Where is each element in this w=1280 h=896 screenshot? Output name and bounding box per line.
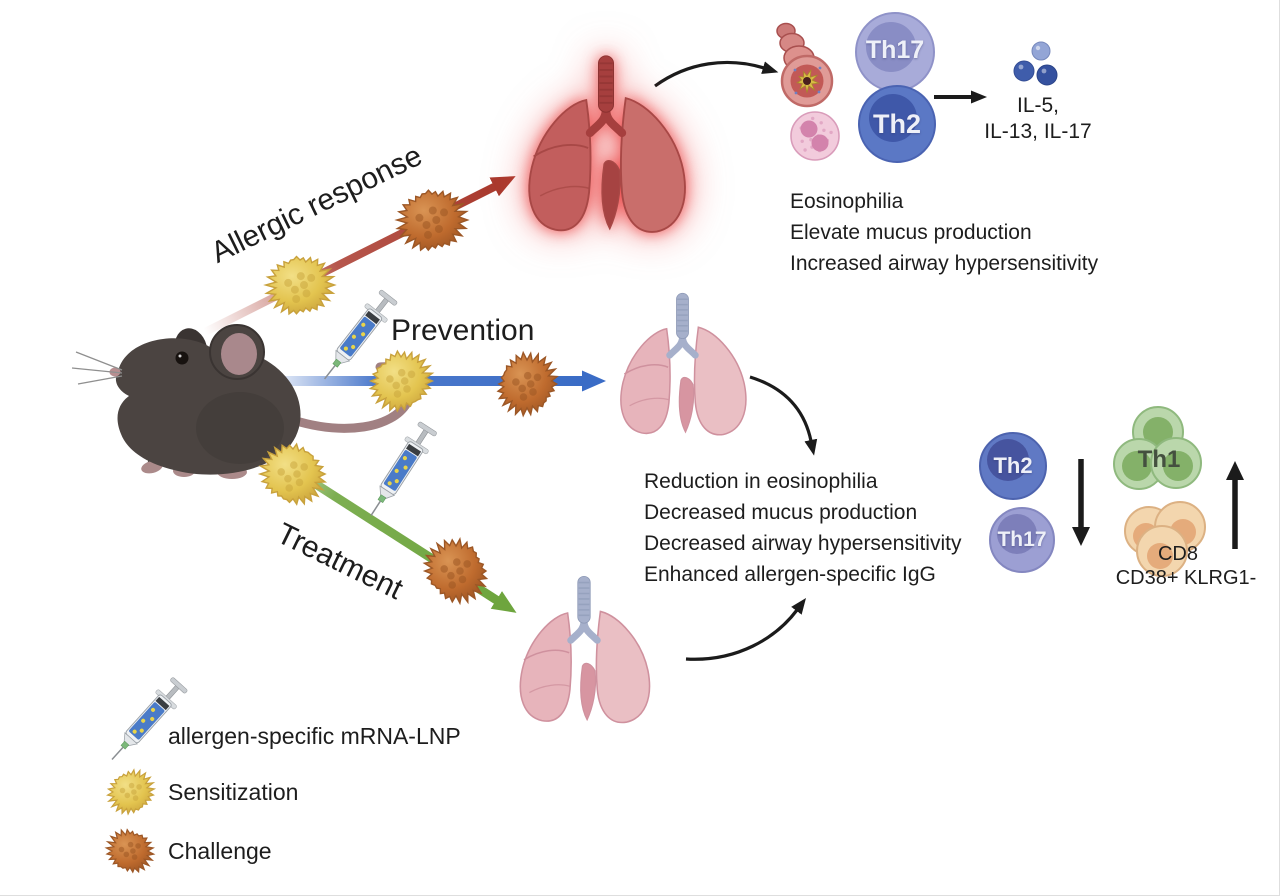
allergic-effect-line: Elevate mucus production: [790, 221, 1032, 244]
th1-cells-icon: [1113, 406, 1202, 490]
th2-cell-decreased-icon: [979, 432, 1047, 500]
treatment-syringe-icon: [359, 418, 441, 524]
cytokine-dots-icon: [1013, 41, 1058, 86]
curved-arrow-lungs-to-airway: [654, 60, 779, 88]
treated-effect-line: Decreased airway hypersensitivity: [644, 532, 962, 555]
sensitization-allergen-icon: [105, 768, 157, 816]
legend-label-sensitization: Sensitization: [168, 779, 299, 805]
challenge-allergen-icon: [422, 536, 489, 606]
th17-decreased-label: Th17: [997, 528, 1047, 551]
cd8-cells-icon: [1124, 501, 1206, 577]
allergic-effect-line: Increased airway hypersensitivity: [790, 252, 1099, 275]
prevention-label: Prevention: [391, 314, 535, 347]
treatment-healthy-lungs-icon: [520, 576, 649, 722]
th2-decreased-label: Th2: [993, 453, 1033, 478]
eosinophil-icon: [790, 111, 840, 161]
challenge-allergen-icon: [104, 828, 156, 874]
treated-effect-line: Reduction in eosinophilia: [644, 470, 878, 493]
allergic-effects-text: Eosinophilia Elevate mucus production In…: [790, 186, 1098, 279]
treated-effects-text: Reduction in eosinophilia Decreased mucu…: [644, 466, 961, 590]
curved-arrow-prevention-to-text: [749, 375, 818, 456]
sensitization-allergen-icon: [263, 255, 337, 316]
cytokines-text: IL-5, IL-13, IL-17: [958, 93, 1118, 145]
th17-cell-label: Th17: [865, 36, 925, 64]
legend-label-mrna-lnp: allergen-specific mRNA-LNP: [168, 723, 461, 749]
challenge-allergen-icon: [394, 189, 470, 252]
cytokines-line1: IL-5,: [1016, 94, 1060, 117]
cd8-subtext-label: CD38+ KLRG1-: [1115, 567, 1257, 589]
allergic-effect-line: Eosinophilia: [790, 190, 904, 213]
curved-arrow-treatment-to-text: [685, 598, 807, 661]
inflamed-airway-icon: [776, 22, 834, 108]
sensitization-allergen-icon: [368, 349, 435, 413]
th2-cell-icon: [858, 85, 936, 163]
prevention-healthy-lungs-icon: [621, 293, 746, 434]
mouse-icon: [71, 324, 416, 479]
th2-cell-label: Th2: [872, 109, 921, 139]
cd8-increased-label: CD8: [1157, 543, 1198, 565]
th17-cell-decreased-icon: [989, 507, 1055, 573]
legend-label-challenge: Challenge: [168, 838, 272, 864]
syringe-icon: [101, 674, 191, 769]
treated-effect-line: Enhanced allergen-specific IgG: [644, 563, 936, 586]
cytokines-line2: IL-13, IL-17: [984, 120, 1092, 143]
challenge-allergen-icon: [496, 350, 559, 418]
treated-effect-line: Decreased mucus production: [644, 501, 918, 524]
th17-cell-icon: [855, 12, 935, 92]
sensitization-allergen-icon: [257, 442, 328, 506]
th1-increased-label: Th1: [1137, 446, 1181, 473]
